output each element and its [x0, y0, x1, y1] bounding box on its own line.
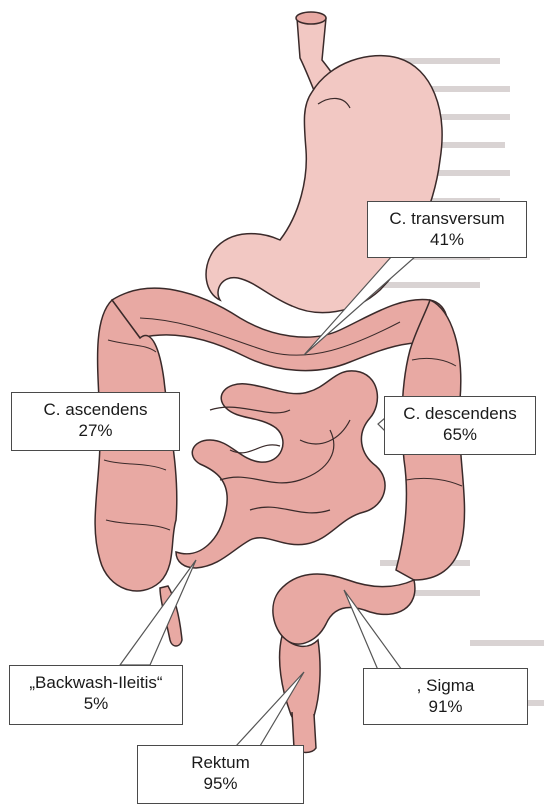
small-intestine: [176, 371, 385, 568]
label-c-transversum: C. transversum 41%: [367, 201, 527, 258]
label-c-ascendens-name: C. ascendens: [12, 399, 179, 420]
label-c-transversum-name: C. transversum: [368, 208, 526, 229]
label-c-descendens: C. descendens 65%: [384, 396, 536, 455]
label-c-ascendens-value: 27%: [12, 420, 179, 441]
label-backwash-ileitis-name: „Backwash-Ileitis“: [10, 672, 182, 693]
label-backwash-ileitis: „Backwash-Ileitis“ 5%: [9, 665, 183, 725]
colon-sigmoid: [273, 574, 415, 644]
label-c-transversum-value: 41%: [368, 229, 526, 250]
label-sigma: , Sigma 91%: [363, 668, 528, 725]
label-c-descendens-name: C. descendens: [385, 403, 535, 424]
label-rektum-name: Rektum: [138, 752, 303, 773]
label-sigma-name: , Sigma: [364, 675, 527, 696]
label-sigma-value: 91%: [364, 696, 527, 717]
label-rektum-value: 95%: [138, 773, 303, 794]
esophagus-opening: [296, 12, 326, 24]
label-c-ascendens: C. ascendens 27%: [11, 392, 180, 451]
stomach: [206, 56, 442, 313]
label-backwash-ileitis-value: 5%: [10, 693, 182, 714]
label-rektum: Rektum 95%: [137, 745, 304, 804]
label-c-descendens-value: 65%: [385, 424, 535, 445]
